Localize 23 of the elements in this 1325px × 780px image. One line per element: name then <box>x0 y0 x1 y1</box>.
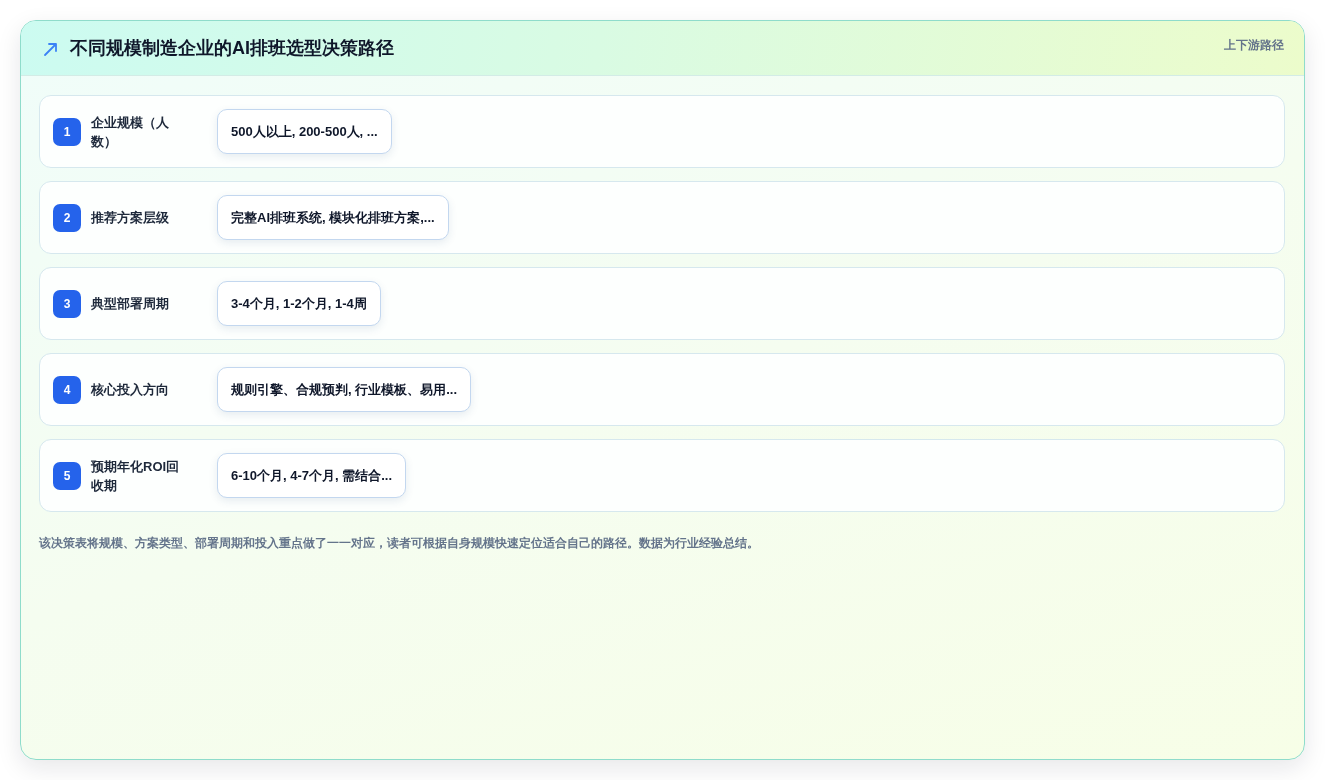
value-tag: 3-4个月, 1-2个月, 1-4周 <box>217 281 381 326</box>
step-label: 核心投入方向 <box>91 381 170 399</box>
header-tag-text: 上下游路径 <box>1224 37 1284 53</box>
step-number-badge: 4 <box>53 375 81 404</box>
step-label: 预期年化ROI回收期 <box>91 457 181 495</box>
step-label: 典型部署周期 <box>91 295 170 313</box>
step-label: 企业规模（人数） <box>91 113 170 151</box>
step-card <box>39 267 1285 340</box>
step-card <box>39 181 1285 254</box>
step-card <box>39 353 1285 426</box>
value-tag: 500人以上, 200-500人, ... <box>217 109 392 154</box>
step-label: 推荐方案层级 <box>91 209 170 227</box>
step-number-badge: 2 <box>53 203 81 232</box>
step-number-badge: 1 <box>53 117 81 146</box>
value-tag: 完整AI排班系统, 模块化排班方案,... <box>217 195 449 240</box>
caption: 该决策表将规模、方案类型、部署周期和投入重点做了一一对应，读者可根据自身规模快速定位适合自己的路径。数据为行业经验总结。 <box>39 535 759 551</box>
value-tag: 规则引擎、合规预判, 行业模板、易用... <box>217 367 472 412</box>
step-number-badge: 3 <box>53 289 81 318</box>
value-tag: 6-10个月, 4-7个月, 需结合... <box>217 453 407 498</box>
title: 不同规模制造企业的AI排班选型决策路径 <box>70 37 394 59</box>
step-card <box>39 95 1285 168</box>
step-card <box>39 439 1285 512</box>
step-number-badge: 5 <box>53 461 81 490</box>
